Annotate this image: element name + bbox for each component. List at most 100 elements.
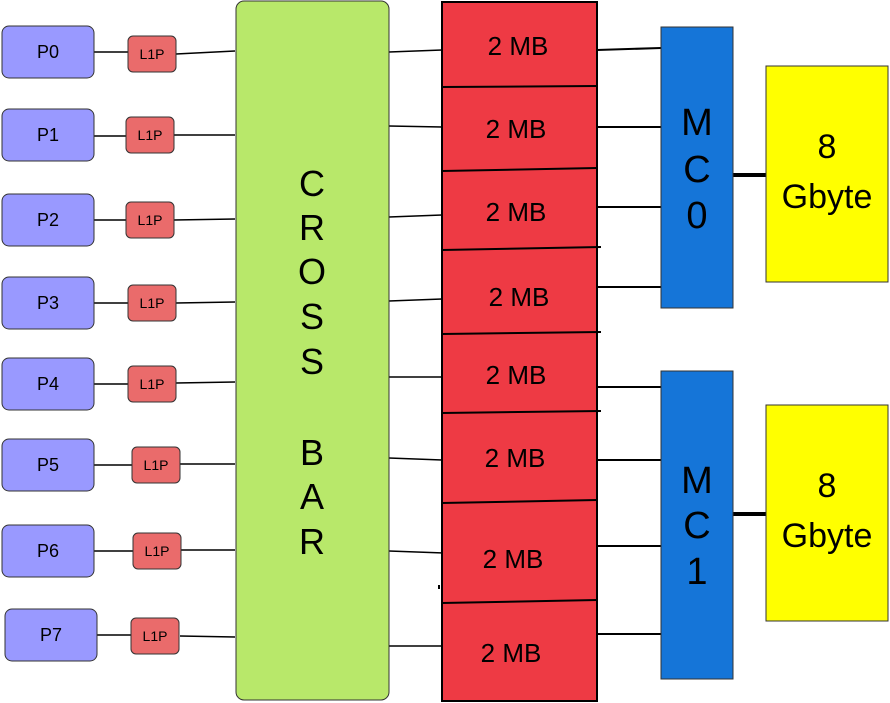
memory-size-label: 8 [818, 128, 837, 166]
crossbar-letter: A [300, 476, 324, 517]
line-crossbar-cache2 [388, 214, 443, 218]
l1p-2: L1P [125, 201, 175, 239]
mc-letter: M [681, 460, 713, 502]
processor-box [1, 108, 95, 162]
processor-label: P0 [37, 42, 59, 62]
processor-label: P5 [37, 455, 59, 475]
memory-box [765, 65, 889, 283]
mc-letter: C [683, 505, 710, 547]
crossbar: C R O S S B A R [235, 0, 390, 701]
memory-modules: 8 Gbyte 8 Gbyte [765, 65, 889, 622]
processor-p1: P1 [1, 108, 95, 162]
processor-p3: P3 [1, 276, 95, 330]
l1p-0: L1P [127, 35, 177, 73]
l1p-box [125, 201, 175, 239]
line-l1p2-crossbar [173, 218, 236, 221]
l1p-box [131, 446, 181, 484]
cache-column-box [441, 1, 598, 702]
memory-box [765, 404, 889, 622]
l1p-3: L1P [127, 284, 177, 322]
l1p-box [127, 365, 177, 403]
processor-p0: P0 [1, 25, 95, 79]
crossbar-letter: B [300, 432, 324, 473]
processor-label: P2 [37, 210, 59, 230]
crossbar-letter: O [298, 251, 326, 292]
crossbar-letter: S [300, 296, 324, 337]
processor-p6: P6 [1, 524, 95, 578]
l1p-label: L1P [140, 46, 165, 62]
line-crossbar-cache1 [388, 125, 443, 128]
cache-divider [441, 246, 602, 251]
cache-block-label: 2 MB [485, 443, 546, 473]
processor-box [1, 193, 95, 247]
processor-box [1, 357, 95, 411]
processor-box [1, 276, 95, 330]
mc-letter: 1 [686, 551, 707, 593]
mc-letter: 0 [686, 195, 707, 237]
processor-label: P1 [37, 125, 59, 145]
cache-divider [441, 410, 602, 414]
cache-block-label: 2 MB [486, 197, 547, 227]
l1p-7: L1P [130, 617, 180, 655]
line-l1p3-crossbar [175, 301, 236, 304]
line-l1p4-crossbar [175, 381, 236, 384]
cache-block-label: 2 MB [483, 544, 544, 574]
mc-letter: C [683, 149, 710, 191]
mc-box [660, 26, 734, 309]
crossbar-cache-lines [388, 49, 445, 647]
l1p-4: L1P [127, 365, 177, 403]
l1p-5: L1P [131, 446, 181, 484]
l1p-label: L1P [144, 457, 169, 473]
crossbar-box [235, 0, 390, 701]
cache-block-label: 2 MB [486, 360, 547, 390]
l1p-crossbar-lines [173, 50, 236, 638]
cache-mc-lines [596, 47, 662, 635]
processor-label: P4 [37, 374, 59, 394]
l1p-1: L1P [125, 116, 175, 154]
memory-unit-label: Gbyte [782, 517, 873, 555]
l1p-label: L1P [140, 376, 165, 392]
processor-p5: P5 [1, 438, 95, 492]
processor-p4: P4 [1, 357, 95, 411]
l1p-label: L1P [138, 212, 163, 228]
line-crossbar-cache5 [388, 457, 443, 461]
l1p-box [132, 532, 182, 570]
cache-block-label: 2 MB [488, 31, 549, 61]
memory-controller-0: M C 0 [660, 26, 734, 309]
cache-divider [441, 331, 602, 335]
memory-unit-label: Gbyte [782, 178, 873, 216]
processor-l1p-lines [93, 51, 133, 636]
cache-divider [441, 85, 598, 88]
cache-block-label: 2 MB [489, 282, 550, 312]
cache-divider [441, 499, 598, 504]
processor-label: P3 [37, 293, 59, 313]
crossbar-letter: S [300, 341, 324, 382]
l1p-label: L1P [140, 295, 165, 311]
processor-box [1, 524, 95, 578]
memory-size-label: 8 [818, 467, 837, 505]
l1p-label: L1P [143, 628, 168, 644]
l1p-box [125, 116, 175, 154]
crossbar-letter: R [299, 521, 325, 562]
memory-controller-1: M C 1 [660, 370, 734, 680]
crossbar-letter: C [299, 163, 325, 204]
memory-controllers: M C 0 M C 1 [660, 26, 734, 680]
l1p-box [127, 284, 177, 322]
memory-module-0: 8 Gbyte [765, 65, 889, 283]
processor-box [1, 438, 95, 492]
cache-block-label: 2 MB [486, 114, 547, 144]
processors: P0 P1 P2 P3 P4 P5 P6 P7 [1, 25, 98, 662]
cache-divider [441, 167, 598, 172]
line-crossbar-cache0 [388, 49, 443, 53]
l1p-caches: L1P L1P L1P L1P L1P L1P L1P L1P [125, 35, 182, 655]
processor-label: P7 [40, 625, 62, 645]
line-crossbar-cache6 [388, 550, 445, 554]
mc-letter: M [681, 102, 713, 144]
processor-p2: P2 [1, 193, 95, 247]
processor-p7: P7 [4, 608, 98, 662]
l1p-box [130, 617, 180, 655]
processor-box [1, 25, 95, 79]
mc-memory-lines [733, 173, 766, 516]
line-cache0-mc0 [596, 47, 662, 51]
l1p-6: L1P [132, 532, 182, 570]
